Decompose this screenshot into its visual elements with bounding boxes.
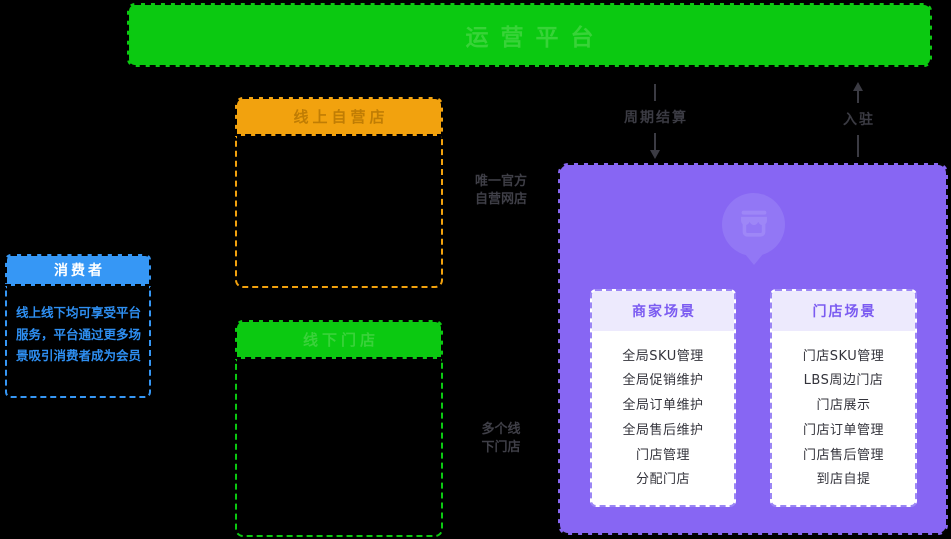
store-scenario-header: 门店场景 <box>772 291 915 331</box>
online-store-annotation: 唯一官方 自营网店 <box>468 173 534 208</box>
annotation-line: 自营网店 <box>474 191 527 207</box>
annotation-line: 唯一官方 <box>474 174 527 189</box>
merchant-scenario-list: 全局SKU管理全局促销维护全局订单维护全局售后维护门店管理分配门店 <box>592 331 734 505</box>
merchant-scenario-title: 商家场景 <box>632 304 696 320</box>
operations-platform-bar: 运营平台 <box>127 3 932 67</box>
annotation-line: 下门店 <box>481 439 521 455</box>
merchant-scenario-card: 商家场景 全局SKU管理全局促销维护全局订单维护全局售后维护门店管理分配门店 <box>590 289 736 507</box>
flow-settlement: 周期结算 <box>612 84 698 159</box>
list-item: 门店展示 <box>816 398 871 414</box>
consumer-description-line: 景吸引消费者成为会员 <box>16 348 142 363</box>
annotation-line: 多个线 <box>481 422 521 437</box>
arrow-down-icon <box>650 150 660 159</box>
list-item: 分配门店 <box>635 472 690 488</box>
offline-store-body <box>235 359 443 537</box>
consumer-title: 消费者 <box>54 263 105 279</box>
online-store-body <box>235 136 443 288</box>
flow-line <box>653 84 657 101</box>
flow-onboarding-label: 入驻 <box>843 112 875 128</box>
list-item: 全局订单维护 <box>622 398 704 414</box>
operations-platform-label: 运营平台 <box>465 25 606 51</box>
online-store-title: 线上自营店 <box>293 108 389 126</box>
offline-store-annotation: 多个线 下门店 <box>468 421 534 456</box>
list-item: 门店管理 <box>635 447 690 463</box>
list-item: 全局SKU管理 <box>622 348 704 364</box>
storefront-icon <box>736 205 772 245</box>
flow-line <box>856 91 860 103</box>
list-item: LBS周边门店 <box>803 373 884 389</box>
consumer-description-line: 线上线下均可享受平台 <box>16 305 142 320</box>
offline-store-header: 线下门店 <box>235 320 443 359</box>
list-item: 门店订单管理 <box>802 422 884 438</box>
list-item: 门店SKU管理 <box>802 348 885 364</box>
store-scenario-card: 门店场景 门店SKU管理 LBS周边门店门店展示门店订单管理门店售后管理到店自提 <box>770 289 917 507</box>
flow-onboarding: 入驻 <box>827 82 889 157</box>
consumer-description-line: 服务，平台通过更多场 <box>16 326 142 342</box>
offline-store-title: 线下门店 <box>302 331 379 349</box>
consumer-description: 线上线下均可享受平台 服务，平台通过更多场 景吸引消费者成为会员 <box>5 286 151 398</box>
list-item: 到店自提 <box>816 472 871 488</box>
store-scenario-list: 门店SKU管理 LBS周边门店门店展示门店订单管理门店售后管理到店自提 <box>772 331 915 505</box>
merchant-scenario-header: 商家场景 <box>592 291 734 331</box>
store-scenario-title: 门店场景 <box>812 304 877 320</box>
pin-tail <box>745 254 763 265</box>
flow-line <box>653 133 657 150</box>
arrow-up-icon <box>853 82 863 91</box>
merchant-platform-panel: 商家场景 全局SKU管理全局促销维护全局订单维护全局售后维护门店管理分配门店 门… <box>558 163 948 535</box>
online-store-header: 线上自营店 <box>235 97 443 136</box>
list-item: 门店售后管理 <box>802 447 884 463</box>
list-item: 全局售后维护 <box>622 422 704 438</box>
consumer-box-header: 消费者 <box>5 254 151 286</box>
flow-settlement-label: 周期结算 <box>624 110 688 126</box>
list-item: 全局促销维护 <box>622 373 704 389</box>
storefront-pin <box>722 193 785 256</box>
flow-line <box>856 135 860 157</box>
